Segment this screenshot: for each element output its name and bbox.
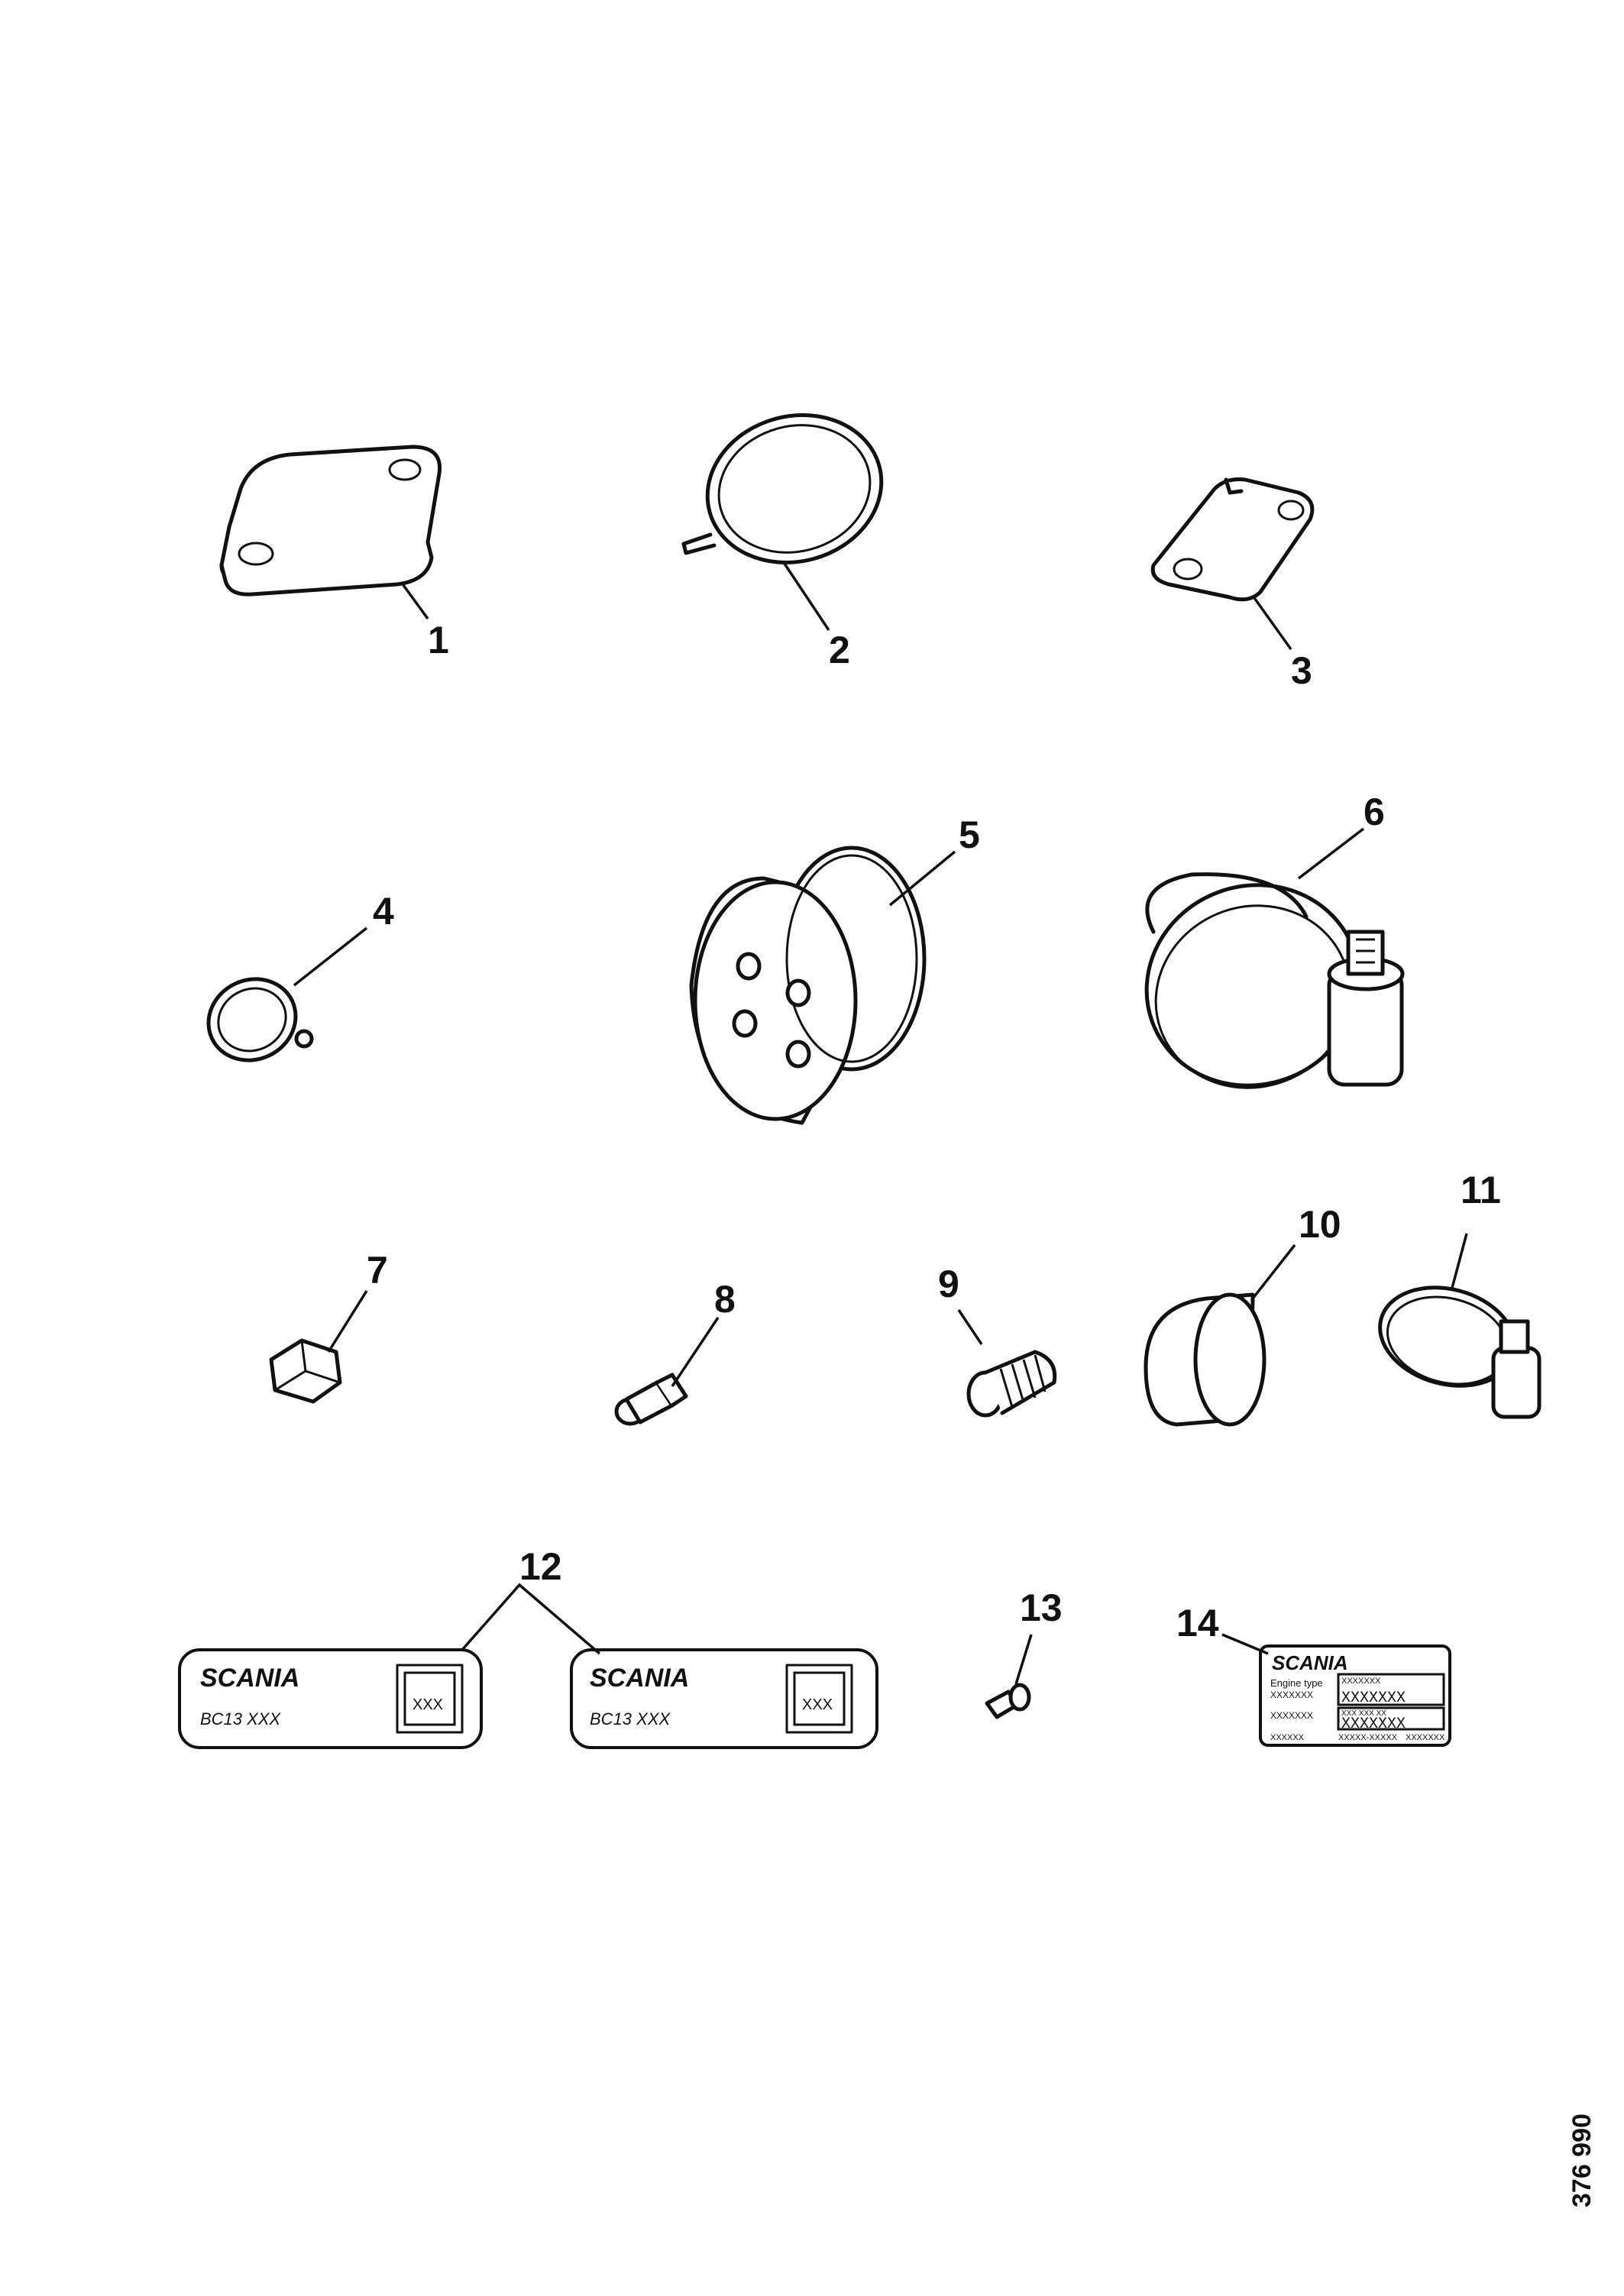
callout-10: 10	[1299, 1203, 1341, 1246]
part-3-small-plate	[1150, 477, 1315, 602]
svg-text:XXXXXXX: XXXXXXX	[1406, 1733, 1445, 1742]
callout-1: 1	[428, 619, 449, 661]
part-14-engine-plate: SCANIA Engine type XXXXXXX XXXXXXX XXXXX…	[1259, 1644, 1451, 1747]
svg-text:XXX: XXX	[802, 1696, 833, 1713]
svg-text:XXXXXXX: XXXXXXX	[1270, 1690, 1313, 1700]
part-4-seal-ring	[206, 977, 314, 1062]
callout-11: 11	[1461, 1169, 1501, 1211]
part-13-screw	[985, 1683, 1031, 1719]
part-6-hose-clamp	[1144, 872, 1405, 1089]
svg-text:XXX: XXX	[412, 1696, 443, 1713]
callout-13: 13	[1020, 1586, 1063, 1629]
callout-7: 7	[367, 1249, 388, 1292]
svg-text:XXXXXXX: XXXXXXX	[1341, 1716, 1406, 1733]
callout-14: 14	[1176, 1602, 1219, 1644]
callout-2: 2	[829, 629, 850, 671]
part-7-hex-nut	[269, 1338, 342, 1404]
callout-5: 5	[959, 813, 980, 856]
svg-text:SCANIA: SCANIA	[1272, 1651, 1348, 1674]
svg-text:XXXXXXX: XXXXXXX	[1341, 1690, 1406, 1707]
drawing-number: 376 990	[1567, 2113, 1597, 2207]
part-11-small-hose-clamp	[1378, 1285, 1542, 1419]
callout-3: 3	[1291, 649, 1312, 692]
svg-text:XXXXXXX: XXXXXXX	[1270, 1710, 1313, 1721]
svg-text:XXXXXXX: XXXXXXX	[1341, 1677, 1381, 1686]
svg-text:BC13 XXX: BC13 XXX	[590, 1709, 671, 1728]
svg-text:Engine type: Engine type	[1270, 1677, 1323, 1689]
svg-text:XXX XXX XX: XXX XXX XX	[1341, 1709, 1386, 1718]
callout-6: 6	[1364, 791, 1385, 833]
part-1-cover-plate	[219, 445, 442, 597]
svg-text:BC13 XXX: BC13 XXX	[200, 1709, 281, 1728]
part-8-nipple-fitting	[614, 1373, 688, 1426]
part-9-threaded-adapter	[966, 1350, 1057, 1418]
part-12-decal-right: SCANIA BC13 XXX XXX	[570, 1648, 878, 1749]
svg-text:XXXXX-XXXXX: XXXXX-XXXXX	[1338, 1733, 1398, 1742]
part-12-decal-left: SCANIA BC13 XXX XXX	[178, 1648, 483, 1749]
svg-text:SCANIA: SCANIA	[590, 1664, 689, 1693]
callout-9: 9	[938, 1263, 959, 1305]
part-5-cylinder-adapter	[689, 846, 927, 1125]
part-2-o-ring	[681, 413, 884, 564]
callout-8: 8	[714, 1278, 736, 1321]
part-10-cap	[1144, 1292, 1267, 1427]
callout-4: 4	[373, 890, 394, 933]
svg-text:XXXXXX: XXXXXX	[1270, 1733, 1305, 1742]
callout-12: 12	[519, 1545, 562, 1588]
svg-text:SCANIA: SCANIA	[200, 1664, 299, 1693]
